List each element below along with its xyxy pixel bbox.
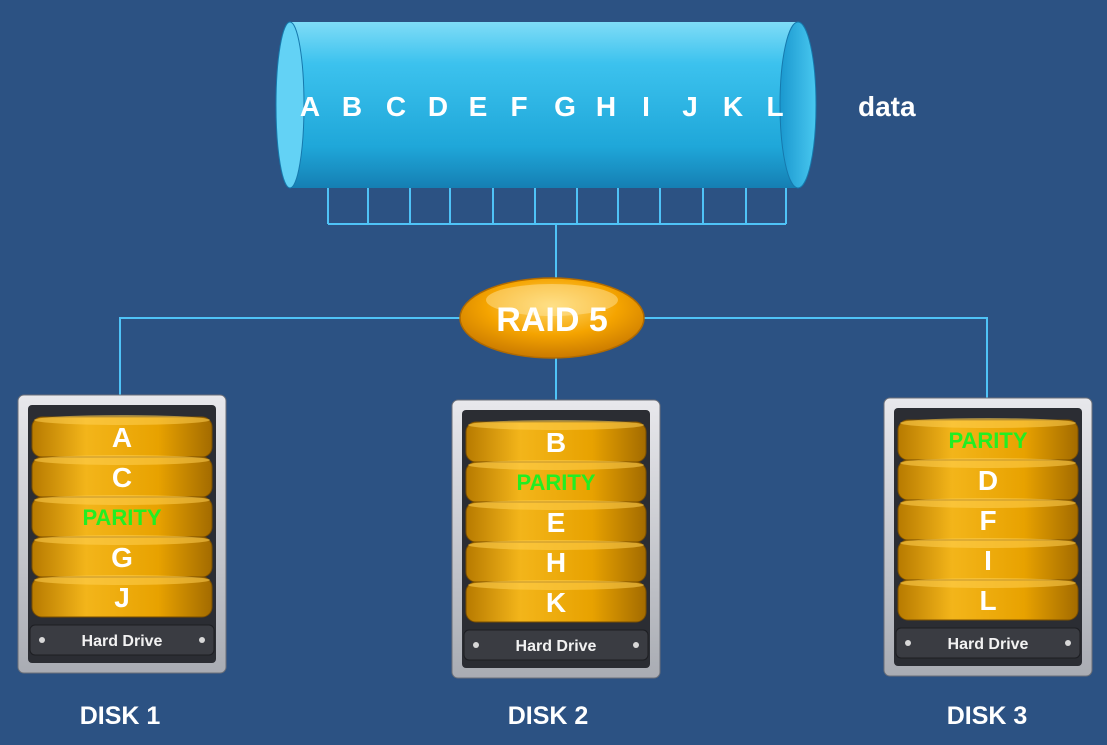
disk-block-label: B <box>546 427 566 458</box>
hard-drive-label: Hard Drive <box>82 633 163 650</box>
disk-platter: D <box>897 458 1079 501</box>
disk-platter: A <box>31 415 213 458</box>
screw-icon <box>633 642 639 648</box>
disk-platter: E <box>465 500 647 543</box>
disk-platter: G <box>31 535 213 578</box>
raid-controller-label: RAID 5 <box>496 301 607 339</box>
disk-platter: K <box>465 580 647 623</box>
data-block-label: D <box>428 91 448 122</box>
disk-platter: I <box>897 538 1079 581</box>
data-block-label: F <box>510 91 527 122</box>
data-block-label: J <box>682 91 698 122</box>
parity-block-label: PARITY <box>948 428 1027 453</box>
data-block-label: H <box>596 91 616 122</box>
disk-block-label: L <box>979 585 996 616</box>
disk-block-label: K <box>546 587 566 618</box>
screw-icon <box>1065 640 1071 646</box>
disk-block-label: D <box>978 465 998 496</box>
disk-block-label: J <box>114 582 130 613</box>
data-block-label: A <box>300 91 320 122</box>
disk-name-label: DISK 3 <box>947 702 1028 730</box>
disk-block-label: A <box>112 422 132 453</box>
data-block-label: L <box>766 91 783 122</box>
data-label: data <box>858 91 916 122</box>
disk-platter: J <box>31 575 213 618</box>
disk-name-label: DISK 2 <box>508 702 589 730</box>
data-block-label: B <box>342 91 362 122</box>
disk-block-label: C <box>112 462 132 493</box>
disk-platter: C <box>31 455 213 498</box>
connector-lines <box>119 186 988 400</box>
disk-platter: PARITY <box>465 460 647 503</box>
raid-controller: RAID 5 <box>459 277 645 359</box>
disk-block-label: H <box>546 547 566 578</box>
hard-drive-label: Hard Drive <box>948 636 1029 653</box>
data-block-label: C <box>386 91 406 122</box>
parity-block-label: PARITY <box>82 505 161 530</box>
disk-platter: B <box>465 420 647 463</box>
disk-platter: PARITY <box>31 495 213 538</box>
connector-disk-3 <box>644 317 988 398</box>
disk-block-label: E <box>547 507 566 538</box>
data-block-label: G <box>554 91 576 122</box>
hard-drive-plate: Hard Drive <box>29 624 215 656</box>
screw-icon <box>905 640 911 646</box>
hard-drive-label: Hard Drive <box>516 638 597 655</box>
data-block-label: I <box>642 91 650 122</box>
parity-block-label: PARITY <box>516 470 595 495</box>
data-block-label: E <box>469 91 488 122</box>
data-segment <box>449 21 502 189</box>
disk-platter: L <box>897 578 1079 621</box>
hard-drive-plate: Hard Drive <box>463 629 649 661</box>
screw-icon <box>199 637 205 643</box>
hard-drive-plate: Hard Drive <box>895 627 1081 659</box>
disk-block-label: F <box>979 505 996 536</box>
disk-block-label: I <box>984 545 992 576</box>
screw-icon <box>473 642 479 648</box>
disk-platter: H <box>465 540 647 583</box>
disk-block-label: G <box>111 542 133 573</box>
data-block-label: K <box>723 91 743 122</box>
disk-platter: F <box>897 498 1079 541</box>
disk-name-label: DISK 1 <box>80 702 161 730</box>
screw-icon <box>39 637 45 643</box>
connector-disk-1 <box>119 317 460 395</box>
disk-platter: PARITY <box>897 418 1079 461</box>
